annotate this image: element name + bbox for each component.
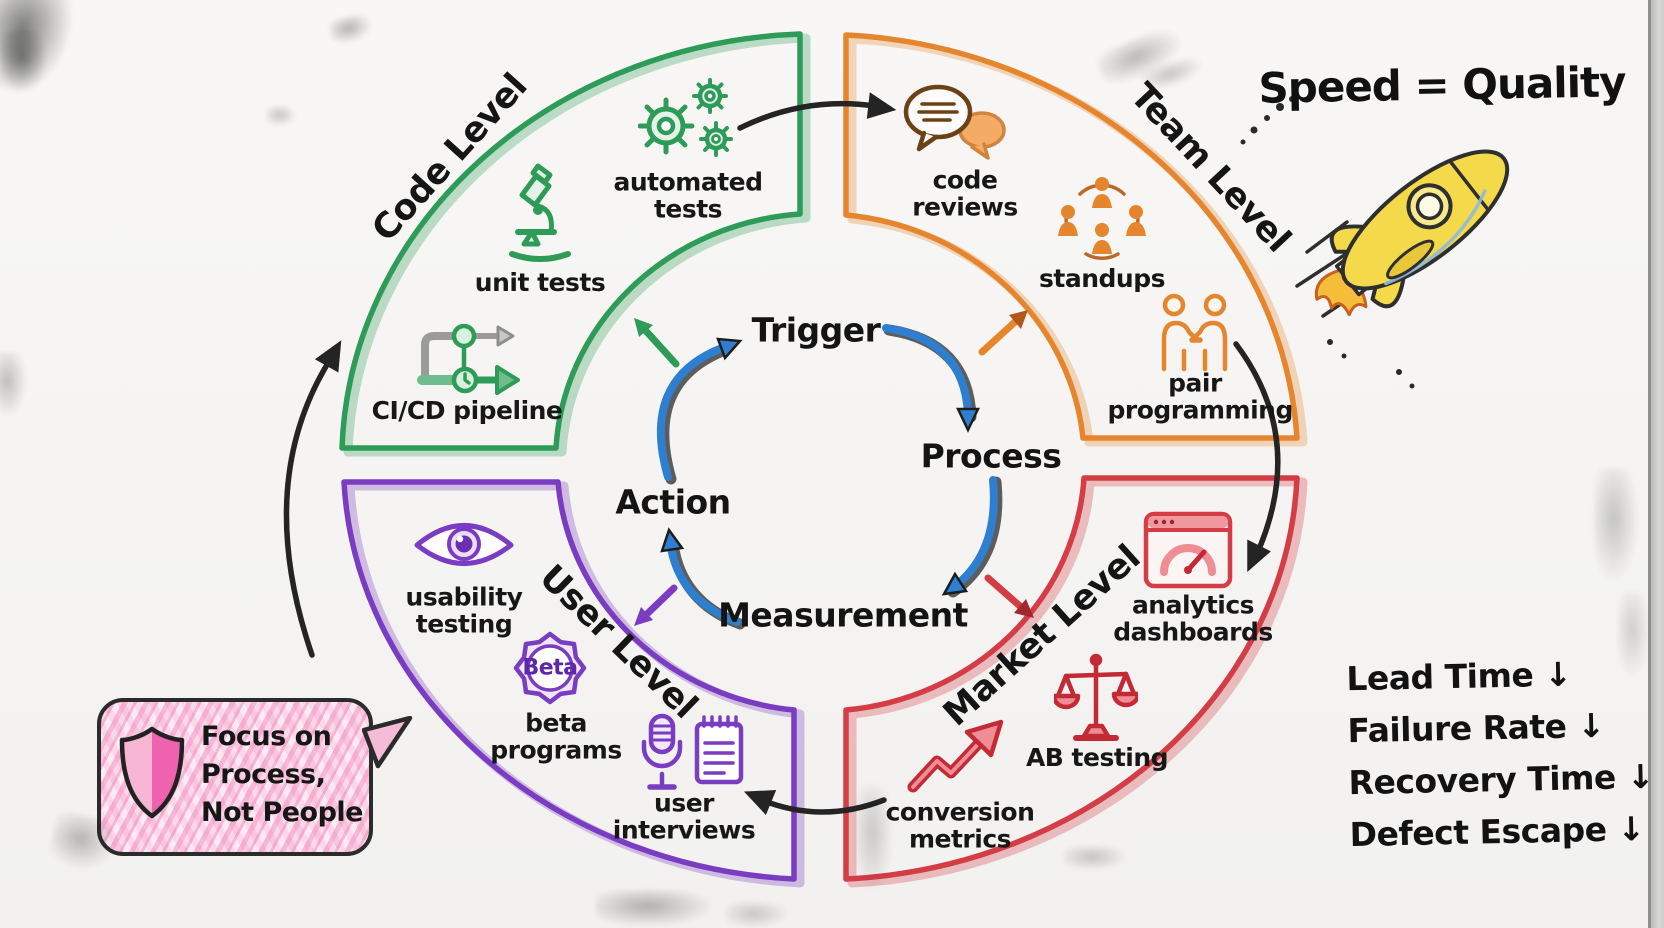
metric-recovery-time: Recovery Time ↓ bbox=[1348, 756, 1655, 803]
team-quadrant-arc bbox=[843, 32, 1300, 441]
cicd-pipeline-label: CI/CD pipeline bbox=[371, 395, 563, 425]
cycle-step-process: Process bbox=[920, 436, 1062, 476]
metric-defect-escape: Defect Escape ↓ bbox=[1349, 809, 1646, 855]
notepad-icon bbox=[694, 715, 744, 785]
chat-bubbles-icon bbox=[903, 84, 1006, 160]
code-quadrant-arc bbox=[339, 31, 803, 451]
photo-edge bbox=[1648, 0, 1664, 928]
conversion-trend-icon bbox=[907, 719, 1004, 793]
gears-icon bbox=[638, 78, 733, 157]
user-interviews-label: user interviews bbox=[612, 788, 756, 844]
dotted-trail bbox=[1240, 96, 1415, 389]
metric-lead-time: Lead Time ↓ bbox=[1345, 654, 1572, 699]
ab-testing-scales-icon bbox=[1054, 653, 1138, 741]
microphone-icon bbox=[641, 713, 683, 790]
callout-bubble-tail bbox=[362, 716, 413, 769]
rocket-icon bbox=[1295, 149, 1510, 318]
metric-failure-rate: Failure Rate ↓ bbox=[1347, 705, 1605, 751]
callout-text: Focus on Process, Not People bbox=[201, 721, 364, 828]
code-reviews-label: code reviews bbox=[912, 165, 1018, 221]
unit-tests-label: unit tests bbox=[474, 267, 606, 297]
user-quadrant-arc bbox=[341, 479, 797, 882]
microscope-icon bbox=[509, 163, 571, 262]
cycle-step-measurement: Measurement bbox=[718, 595, 968, 635]
shield-icon bbox=[119, 726, 185, 819]
ab-testing-label: AB testing bbox=[1025, 742, 1169, 772]
standups-label: standups bbox=[1039, 263, 1165, 293]
standups-icon bbox=[1058, 177, 1146, 261]
cycle-arrows bbox=[656, 324, 1003, 630]
conversion-metrics-label: conversion metrics bbox=[885, 797, 1035, 853]
pipeline-icon bbox=[417, 323, 520, 395]
cycle-step-trigger: Trigger bbox=[751, 310, 881, 350]
automated-tests-label: automated tests bbox=[613, 167, 763, 223]
callout-bubble: Focus on Process, Not People bbox=[97, 698, 373, 856]
outcome-metrics-list: Lead Time ↓ Failure Rate ↓ Recovery Time… bbox=[1346, 647, 1656, 861]
analytics-dashboards-label: analytics dashboards bbox=[1113, 590, 1273, 646]
usability-eye-icon bbox=[414, 523, 514, 566]
beta-badge-text: Beta bbox=[522, 655, 578, 681]
beta-badge-icon bbox=[513, 631, 587, 705]
analytics-dashboard-icon bbox=[1143, 511, 1233, 589]
pair-programming-label: pair programming bbox=[1107, 368, 1294, 424]
quadrant-link-arrows bbox=[283, 92, 1281, 815]
usability-testing-label: usability testing bbox=[405, 582, 523, 638]
hub-to-quadrant-arrows bbox=[634, 310, 1034, 626]
beta-programs-label: beta programs bbox=[490, 708, 622, 764]
pair-programming-icon bbox=[1161, 293, 1228, 372]
market-quadrant-arc bbox=[843, 475, 1300, 882]
cycle-step-action: Action bbox=[615, 482, 731, 522]
